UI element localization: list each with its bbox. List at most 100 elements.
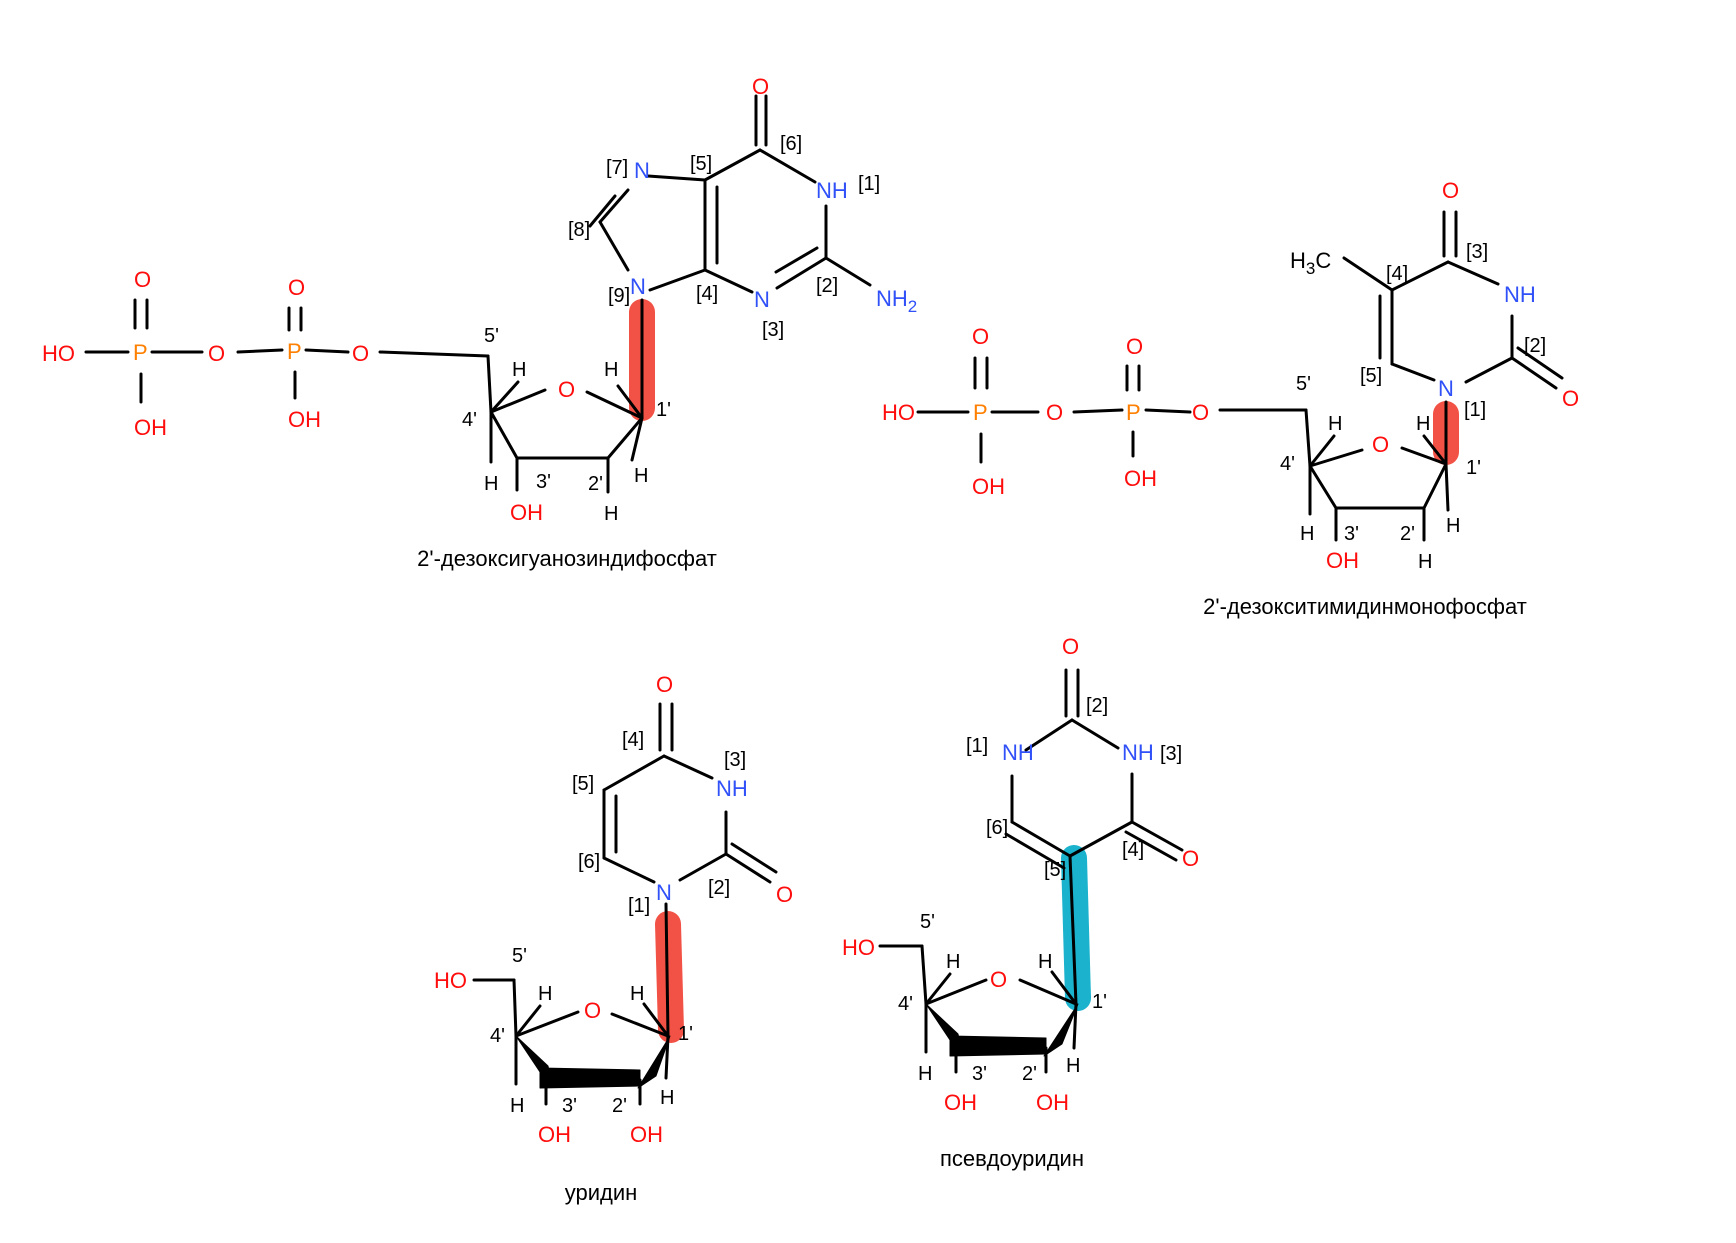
label-c1p: 1'	[656, 399, 671, 421]
molecule-dtmp: H3C O NH O N HO P O P O O O OH OH O OH H…	[882, 178, 1579, 619]
atom-n1: NH	[1002, 740, 1034, 765]
atom-oh3: OH	[944, 1090, 977, 1115]
label-c4p: 4'	[490, 1025, 505, 1047]
atom-h2a: H	[1446, 515, 1460, 537]
molecule-name-dtmp: 2'-дезокситимидинмонофосфат	[1203, 594, 1527, 619]
atom-h2b: H	[604, 503, 618, 525]
molecule-uridine: O NH N O HO O OH OH H H H H [4] [3] [5] …	[434, 672, 793, 1205]
atom-ho: HO	[842, 935, 875, 960]
atom-h1: H	[1038, 951, 1052, 973]
atom-p2: P	[287, 339, 302, 364]
position-labels: [4] [3] [2] [5] [1] 5' 4' 3' 2' 1'	[1280, 241, 1546, 545]
atom-h4: H	[538, 983, 552, 1005]
label-n4: [4]	[696, 283, 718, 305]
label-c2p: 2'	[612, 1095, 627, 1117]
atom-o-p2-double: O	[288, 275, 305, 300]
atoms: O NH N O HO O OH OH H H H H	[434, 672, 793, 1147]
atom-oh-p2: OH	[1124, 466, 1157, 491]
atom-n3: NH	[716, 776, 748, 801]
bonds	[916, 210, 1564, 542]
molecule-name-dgdp: 2'-дезоксигуанозиндифосфат	[417, 546, 717, 571]
label-n3: [3]	[724, 749, 746, 771]
atom-oh-p2: OH	[288, 407, 321, 432]
atom-o-ring: O	[990, 967, 1007, 992]
atom-n1: N	[656, 880, 672, 905]
bonds	[878, 668, 1184, 1074]
label-n7: [7]	[606, 157, 628, 179]
label-n3: [3]	[1160, 743, 1182, 765]
label-c5p: 5'	[1296, 373, 1311, 395]
atom-o2: O	[1562, 386, 1579, 411]
label-c1p: 1'	[678, 1023, 693, 1045]
highlight-c-glycosidic-bond	[1061, 845, 1091, 1011]
atom-oh-p1: OH	[972, 474, 1005, 499]
position-labels: [4] [3] [5] [6] [1] [2] 5' 4' 3' 2' 1'	[490, 729, 746, 1117]
atom-h3: H	[1300, 523, 1314, 545]
atom-n3: N	[754, 287, 770, 312]
atom-h1: H	[1416, 413, 1430, 435]
label-c5p: 5'	[512, 945, 527, 967]
atom-o-p2-double: O	[1126, 334, 1143, 359]
position-labels: [2] [1] [3] [6] [4] [5] 5' 4' 3' 2' 1'	[898, 695, 1182, 1085]
atom-ho: HO	[882, 400, 915, 425]
atom-o-ring: O	[558, 377, 575, 402]
atom-o5: O	[352, 341, 369, 366]
atom-o-bridge: O	[1046, 400, 1063, 425]
atom-h2b: H	[1418, 551, 1432, 573]
molecule-pseudouridine: O NH NH O HO O OH OH H H H H [2] [1] [3]…	[842, 634, 1199, 1171]
label-c2p: 2'	[588, 473, 603, 495]
atom-h3: H	[484, 473, 498, 495]
label-n5: [5]	[1044, 859, 1066, 881]
atom-o2: O	[1062, 634, 1079, 659]
atom-h1: H	[604, 359, 618, 381]
label-n8: [8]	[568, 219, 590, 241]
atom-oh2: OH	[630, 1122, 663, 1147]
atom-o4: O	[1182, 846, 1199, 871]
label-n4: [4]	[1386, 263, 1408, 285]
label-c1p: 1'	[1466, 457, 1481, 479]
atom-o-p1-double: O	[134, 267, 151, 292]
label-n5: [5]	[690, 153, 712, 175]
atom-h2: H	[1066, 1055, 1080, 1077]
label-n3: [3]	[1466, 241, 1488, 263]
label-n2: [2]	[1524, 335, 1546, 357]
atoms: H3C O NH O N HO P O P O O O OH OH O OH H…	[882, 178, 1579, 573]
atom-oh2: OH	[1036, 1090, 1069, 1115]
label-n1: [1]	[628, 895, 650, 917]
atom-p1: P	[973, 400, 988, 425]
label-c2p: 2'	[1022, 1063, 1037, 1085]
highlight-n-glycosidic-bond	[655, 911, 684, 1043]
label-n6: [6]	[578, 851, 600, 873]
label-n9: [9]	[608, 285, 630, 307]
atom-o-p1-double: O	[972, 324, 989, 349]
molecule-dgdp: O NH N N N NH2 HO P O P O O O OH OH O OH…	[42, 74, 917, 571]
label-c4p: 4'	[1280, 453, 1295, 475]
atom-n9: N	[630, 274, 646, 299]
label-n6: [6]	[986, 817, 1008, 839]
label-c2p: 2'	[1400, 523, 1415, 545]
label-c3p: 3'	[562, 1095, 577, 1117]
label-n1: [1]	[1464, 399, 1486, 421]
atom-o4: O	[656, 672, 673, 697]
atom-p1: P	[133, 340, 148, 365]
label-c1p: 1'	[1092, 991, 1107, 1013]
label-n4: [4]	[622, 729, 644, 751]
atom-ho: HO	[42, 341, 75, 366]
atom-ho: HO	[434, 968, 467, 993]
label-n4: [4]	[1122, 839, 1144, 861]
label-n2: [2]	[708, 877, 730, 899]
atom-n7: N	[634, 158, 650, 183]
atom-o-ring: O	[1372, 432, 1389, 457]
atom-n3: NH	[1504, 282, 1536, 307]
atom-h2: H	[660, 1087, 674, 1109]
label-n6: [6]	[780, 133, 802, 155]
atom-n1: NH	[816, 178, 848, 203]
atom-h4: H	[512, 359, 526, 381]
label-n1: [1]	[858, 173, 880, 195]
label-n2: [2]	[816, 275, 838, 297]
bonds	[84, 94, 872, 494]
atoms: O NH N N N NH2 HO P O P O O O OH OH O OH…	[42, 74, 917, 525]
atom-o6: O	[752, 74, 769, 99]
atom-h3c: H3C	[1290, 248, 1331, 278]
